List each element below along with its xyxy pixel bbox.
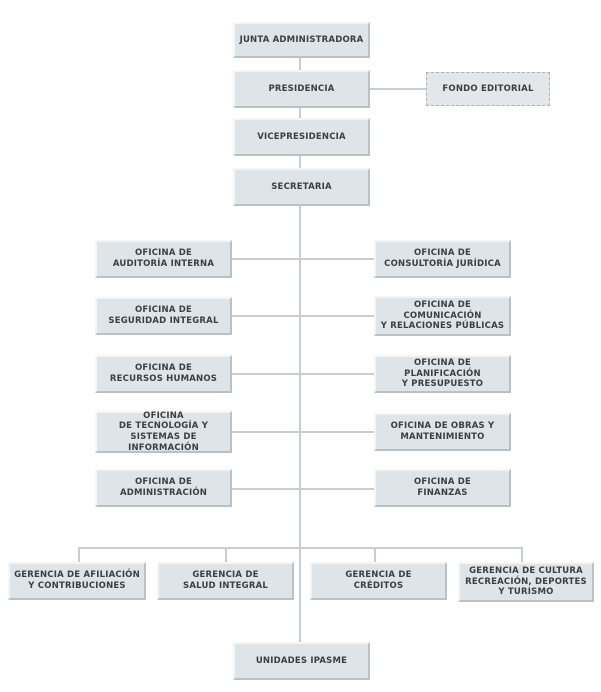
junta-administradora-box: JUNTA ADMINISTRADORA (233, 22, 370, 58)
gerencia-1-drop (78, 547, 80, 562)
main-spine (299, 58, 301, 649)
gerencia-2-drop (225, 547, 227, 562)
office-seguridad-box: OFICINA DE SEGURIDAD INTEGRAL (95, 297, 232, 335)
office-recursos-humanos-box: OFICINA DE RECURSOS HUMANOS (95, 355, 232, 393)
gerencia-afiliacion-box: GERENCIA DE AFILIACIÓN Y CONTRIBUCIONES (8, 562, 146, 600)
office-obras-box: OFICINA DE OBRAS Y MANTENIMIENTO (374, 413, 511, 451)
gerencia-salud-box: GERENCIA DE SALUD INTEGRAL (157, 562, 294, 600)
gerencia-cultura-box: GERENCIA DE CULTURA RECREACIÓN, DEPORTES… (458, 562, 594, 602)
office-row-1-connector (232, 258, 374, 260)
secretaria-box: SECRETARIA (233, 168, 370, 206)
office-consultoria-box: OFICINA DE CONSULTORÍA JURÍDICA (374, 240, 511, 278)
office-planificacion-box: OFICINA DE PLANIFICACIÓN Y PRESUPUESTO (374, 355, 511, 393)
gerencia-creditos-box: GERENCIA DE CRÉDITOS (310, 562, 447, 600)
presidencia-box: PRESIDENCIA (233, 70, 370, 108)
gerencia-3-drop (374, 547, 376, 562)
office-row-4-connector (232, 431, 374, 433)
office-row-3-connector (232, 373, 374, 375)
gerencias-bus (78, 547, 523, 549)
office-auditoria-box: OFICINA DE AUDITORÍA INTERNA (95, 240, 232, 278)
office-administracion-box: OFICINA DE ADMINISTRACIÓN (95, 469, 232, 507)
fondo-editorial-box: FONDO EDITORIAL (426, 72, 550, 106)
office-tecnologia-box: OFICINA DE TECNOLOGÍA Y SISTEMAS DE INFO… (95, 411, 232, 453)
vicepresidencia-box: VICEPRESIDENCIA (233, 118, 370, 156)
office-comunicacion-box: OFICINA DE COMUNICACIÓN Y RELACIONES PÚB… (374, 296, 511, 336)
office-finanzas-box: OFICINA DE FINANZAS (374, 469, 511, 507)
office-row-5-connector (232, 488, 374, 490)
office-row-2-connector (232, 315, 374, 317)
unidades-ipasme-box: UNIDADES IPASME (233, 642, 370, 680)
staff-connector (370, 88, 426, 90)
gerencia-4-drop (521, 547, 523, 562)
